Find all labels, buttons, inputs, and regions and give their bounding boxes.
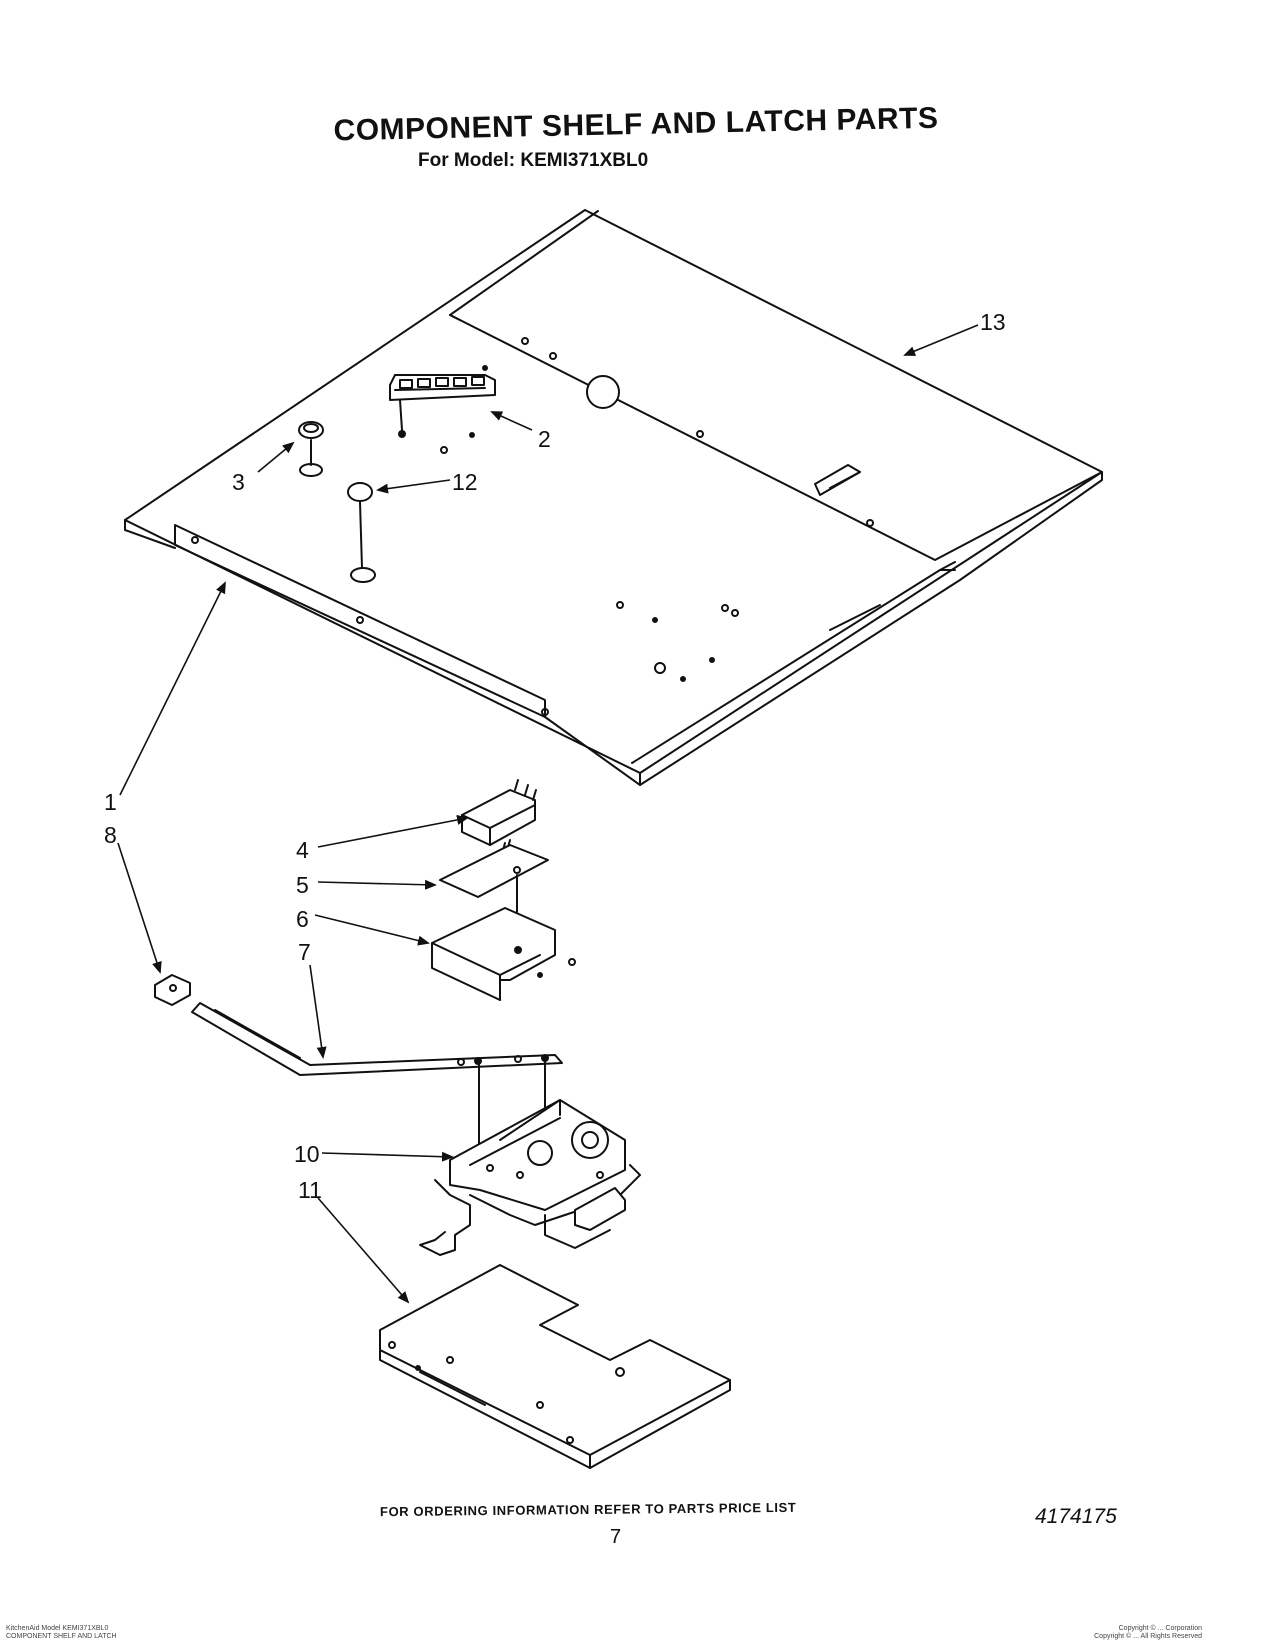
leader-7 <box>309 964 327 1059</box>
leader-10 <box>321 1151 454 1162</box>
leader-12 <box>376 479 451 494</box>
fine-print-right-line: Copyright © ... Corporation <box>1118 1625 1202 1632</box>
leader-4 <box>317 815 469 848</box>
leader-3 <box>257 441 295 473</box>
callout-2: 2 <box>538 426 551 452</box>
leader-11 <box>317 1197 410 1304</box>
model-subtitle: For Model: KEMI371XBL0 <box>418 150 649 171</box>
callout-1: 1 <box>104 789 117 815</box>
callout-3: 3 <box>232 469 245 495</box>
latch-assembly-part-10 <box>419 1099 641 1256</box>
component-shelf-part-13 <box>124 209 1103 786</box>
switch-bracket-part-6 <box>431 874 576 1001</box>
terminal-block-part-2 <box>389 374 496 438</box>
latch-guide-part-8 <box>154 974 191 1006</box>
fine-print-left: KitchenAid Model KEMI371XBL0 COMPONENT S… <box>6 1625 117 1641</box>
page-number: 7 <box>610 1526 622 1548</box>
leader-1 <box>119 581 226 796</box>
fine-print-right: Copyright © ... Corporation Copyright © … <box>1094 1625 1202 1641</box>
fine-print-left-line: KitchenAid Model KEMI371XBL0 <box>6 1625 109 1632</box>
callout-8: 8 <box>104 822 117 848</box>
plug-button-part-12 <box>347 482 376 583</box>
callout-10: 10 <box>294 1141 320 1167</box>
callout-11: 11 <box>298 1177 322 1203</box>
callout-5: 5 <box>296 872 309 898</box>
insulator-part-5 <box>439 844 549 898</box>
leader-13 <box>903 324 979 356</box>
callout-12: 12 <box>452 469 478 495</box>
callout-13: 13 <box>980 309 1006 335</box>
leader-6 <box>314 914 430 946</box>
callout-7: 7 <box>298 939 311 965</box>
bottom-plate-part-11 <box>379 1264 731 1469</box>
leader-5 <box>317 879 437 890</box>
leader-2 <box>490 411 533 431</box>
callout-4: 4 <box>296 837 309 863</box>
fine-print-left-line: COMPONENT SHELF AND LATCH <box>6 1633 117 1640</box>
fine-print-right-line: Copyright © ... All Rights Reserved <box>1094 1633 1202 1640</box>
grommet-part-3 <box>298 421 324 477</box>
callout-6: 6 <box>296 906 309 932</box>
leader-8 <box>117 842 162 974</box>
document-number: 4174175 <box>1035 1505 1117 1528</box>
